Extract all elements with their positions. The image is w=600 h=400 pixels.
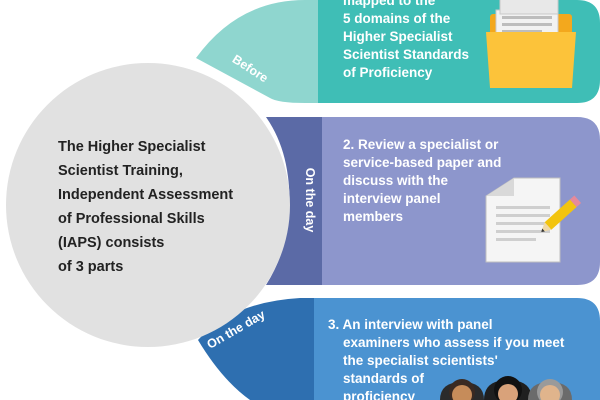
part-card-3-line-2: examiners who assess if you meet <box>343 335 565 350</box>
part-card-1-line-1: mapped to the <box>343 0 436 8</box>
part-card-2-line-2: service-based paper and <box>343 155 501 170</box>
part-card-1-tab <box>196 0 318 103</box>
document-pencil-icon <box>485 177 582 263</box>
part-card-3-background <box>314 298 600 400</box>
part-card-1: Before mapped to the 5 domains of the Hi… <box>196 0 600 103</box>
part-card-1-line-5: of Proficiency <box>343 65 433 80</box>
center-text-line-1: The Higher Specialist <box>58 139 206 155</box>
part-card-2-line-5: members <box>343 209 403 224</box>
part-card-3-line-1: 3. An interview with panel <box>328 317 493 332</box>
part-card-2-tab-label: On the day <box>303 168 317 233</box>
part-card-1-line-2: 5 domains of the <box>343 11 451 26</box>
center-text-line-3: Independent Assessment <box>58 187 233 203</box>
part-card-1-line-4: Scientist Standards <box>343 47 469 62</box>
part-card-2: On the day 2. Review a specialist or ser… <box>266 117 600 285</box>
center-circle <box>6 63 290 347</box>
folder-icon <box>486 0 576 88</box>
part-card-3-tab <box>198 298 314 400</box>
part-card-3-line-3: the specialist scientists' <box>343 353 498 368</box>
part-card-3-line-4: standards of <box>343 371 425 386</box>
center-text-line-4: of Professional Skills <box>58 211 205 227</box>
panel-people-icon <box>440 376 572 400</box>
center-circle-group: The Higher Specialist Scientist Training… <box>6 63 290 347</box>
center-text-line-5: (IAPS) consists <box>58 235 164 251</box>
part-card-2-line-1: 2. Review a specialist or <box>343 137 499 152</box>
center-text-line-2: Scientist Training, <box>58 163 183 179</box>
part-card-2-line-3: discuss with the <box>343 173 449 188</box>
person-icon <box>440 379 484 400</box>
part-card-2-line-4: interview panel <box>343 191 441 206</box>
person-icon <box>484 376 532 400</box>
person-icon <box>528 379 572 400</box>
center-text-line-6: of 3 parts <box>58 259 123 275</box>
part-card-1-line-3: Higher Specialist <box>343 29 453 44</box>
part-card-2-tab <box>266 117 322 285</box>
part-card-3-line-5: proficiency <box>343 389 416 400</box>
part-card-3: On the day 3. An interview with panel ex… <box>198 298 600 400</box>
